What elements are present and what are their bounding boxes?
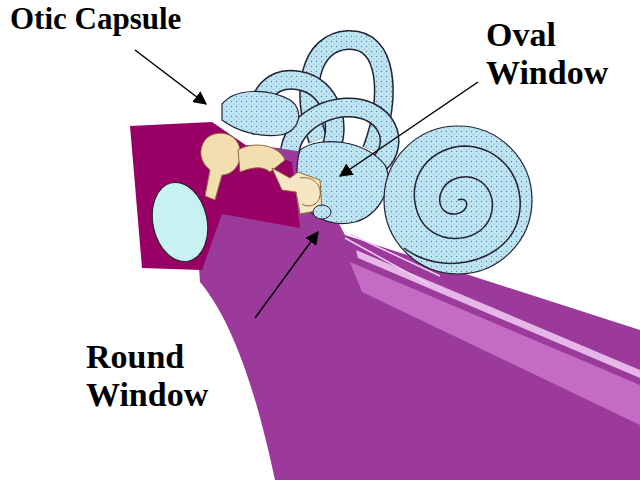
part-label: Oval Window — [486, 16, 634, 92]
tympanic-membrane — [145, 177, 214, 266]
leader-arrow — [340, 82, 478, 176]
part-label: Round Window — [86, 338, 256, 414]
leader-arrow — [255, 232, 318, 318]
otic-capsule — [222, 91, 299, 135]
ear-canal — [130, 122, 300, 270]
ossicles — [201, 133, 322, 214]
round-window — [313, 205, 331, 219]
leader-arrow — [135, 50, 206, 104]
eustachian-tube — [350, 262, 640, 425]
part-label: Otic Capsule — [10, 2, 270, 37]
cochlea — [384, 126, 532, 274]
tube-lining — [356, 250, 640, 378]
